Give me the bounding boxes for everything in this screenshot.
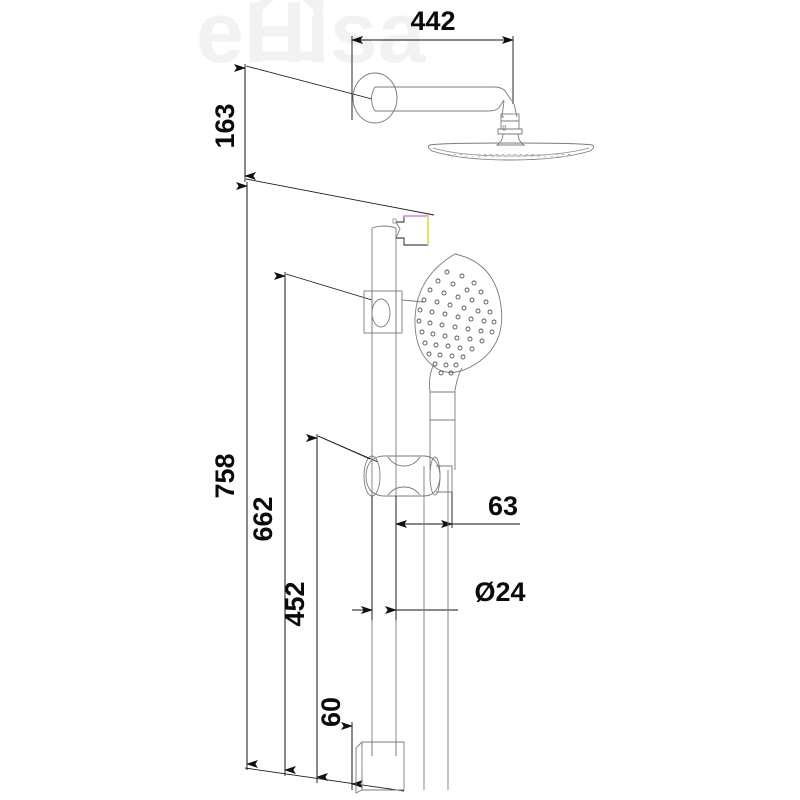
dimension-label-758: 758 — [210, 453, 240, 498]
dimension-label-d24: Ø24 — [474, 577, 525, 607]
watermark-text: eHisa — [196, 0, 427, 81]
rail-bottom-bracket — [355, 741, 405, 794]
dimension-upper-bracket-height: 662 — [248, 272, 373, 776]
dimension-slider-height: 452 — [280, 434, 379, 783]
dimension-label-63: 63 — [488, 491, 518, 521]
shower-hose — [423, 466, 449, 790]
dimension-label-662: 662 — [248, 496, 278, 541]
dimension-slider-projection: 63 — [395, 491, 520, 528]
wall-flange — [352, 72, 398, 124]
spray-nozzles — [416, 269, 497, 376]
dimension-label-163: 163 — [210, 103, 240, 148]
dimension-label-442: 442 — [410, 6, 455, 36]
dimension-rail-diameter: Ø24 — [352, 496, 526, 620]
hand-shower-holder — [363, 290, 425, 334]
shower-arm — [371, 86, 513, 112]
ball-joint — [495, 100, 526, 146]
dimension-overall-width: 442 — [351, 6, 514, 120]
adjustable-slider — [317, 435, 453, 497]
rail-top-bracket — [392, 214, 430, 246]
dimension-baseline — [244, 767, 405, 792]
watermark: eHisa — [196, 0, 427, 81]
dimension-label-452: 452 — [280, 581, 310, 626]
dimension-label-60: 60 — [316, 697, 346, 727]
dimension-arm-drop: 163 — [210, 64, 435, 216]
hand-shower — [414, 253, 503, 470]
rain-shower-head — [427, 142, 595, 161]
dimension-rail-overall-height: 758 — [210, 182, 258, 770]
dimension-lower-bracket-height: 60 — [316, 697, 363, 790]
